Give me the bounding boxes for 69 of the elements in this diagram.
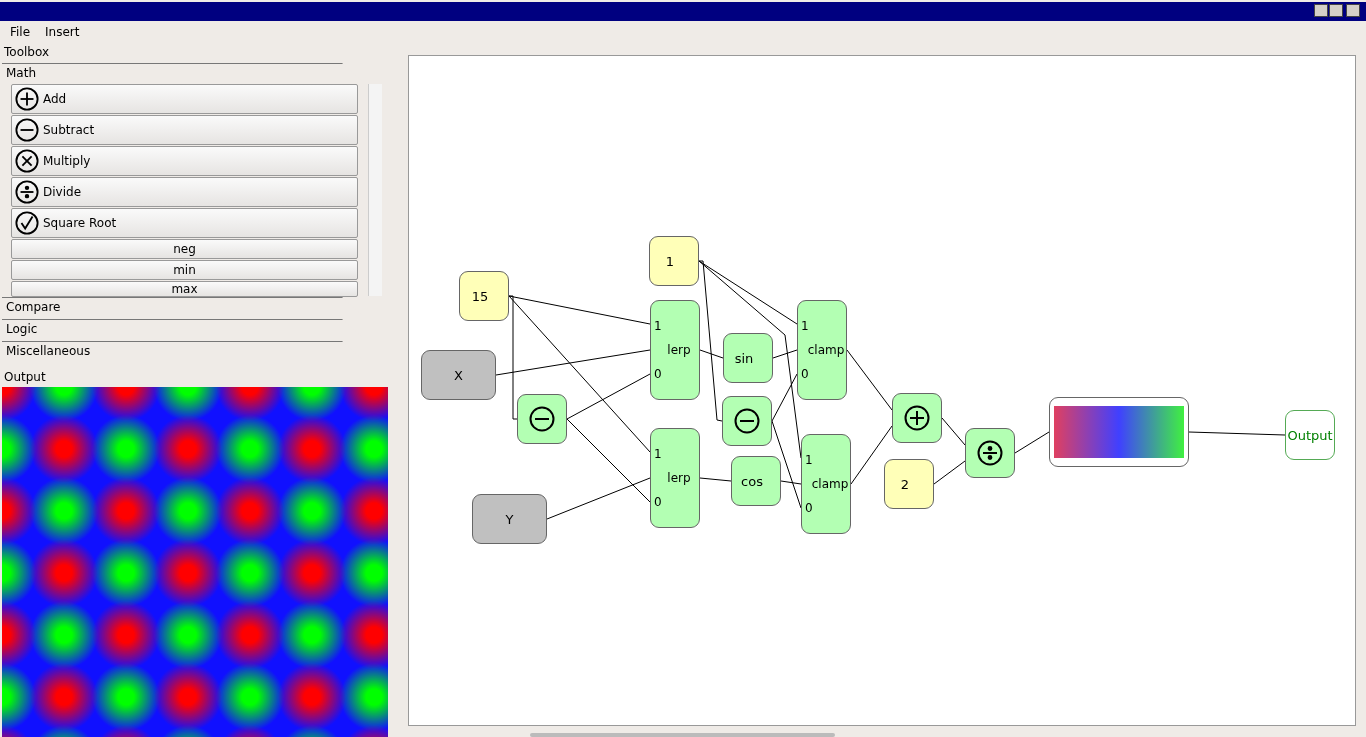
output-preview xyxy=(2,387,388,737)
panel-title: Toolbox xyxy=(4,45,49,59)
graph-node xyxy=(649,236,699,286)
node-label: clamp xyxy=(807,343,845,357)
panel-title: Output xyxy=(4,370,46,384)
connector-line xyxy=(850,425,893,485)
output-node xyxy=(1285,410,1335,460)
graph-node xyxy=(801,434,851,534)
graph-node xyxy=(421,350,496,400)
menu-item: Insert xyxy=(45,25,80,39)
node-label: 15 xyxy=(471,288,489,304)
operator-node xyxy=(517,394,567,444)
tool-button: Divide xyxy=(11,177,358,207)
connector-line xyxy=(566,418,651,503)
connector-line xyxy=(1014,431,1050,454)
graph-node xyxy=(650,300,700,400)
connector-line xyxy=(933,460,966,485)
operator-node xyxy=(722,396,772,446)
port-label: 1 xyxy=(654,319,662,333)
connector-line xyxy=(846,349,893,411)
operator-node xyxy=(965,428,1015,478)
connector-line xyxy=(495,349,651,376)
tool-button: max xyxy=(11,281,358,297)
connector-line xyxy=(508,295,651,453)
node-label: 1 xyxy=(665,253,675,269)
connector-line xyxy=(699,349,724,359)
connector-line xyxy=(771,420,802,509)
node-label: clamp xyxy=(811,477,849,491)
tool-button: Add xyxy=(11,84,358,114)
node-label: lerp xyxy=(667,343,691,357)
port-label: 0 xyxy=(654,495,662,509)
connector-line xyxy=(780,480,802,485)
tool-button: min xyxy=(11,260,358,280)
node-label: 2 xyxy=(900,476,910,492)
port-label: 1 xyxy=(805,453,813,467)
gradient-node xyxy=(1049,397,1189,467)
node-label: cos xyxy=(741,473,763,489)
tool-button: Square Root xyxy=(11,208,358,238)
graph-node xyxy=(884,459,934,509)
operator-node xyxy=(892,393,942,443)
connector-line xyxy=(698,260,723,422)
connector-line xyxy=(771,373,798,422)
port-label: 0 xyxy=(654,367,662,381)
port-label: 0 xyxy=(805,501,813,515)
graph-node xyxy=(650,428,700,528)
connector-line xyxy=(941,417,966,446)
connector-line xyxy=(772,349,798,359)
graph-node xyxy=(459,271,509,321)
graph-node xyxy=(797,300,847,400)
graph-node xyxy=(472,494,547,544)
port-label: 1 xyxy=(801,319,809,333)
node-label: sin xyxy=(734,350,754,366)
node-label: Y xyxy=(505,511,514,527)
tool-button: Multiply xyxy=(11,146,358,176)
connector-line xyxy=(1188,431,1286,436)
menu-item: File xyxy=(10,25,31,39)
connector-line xyxy=(566,373,651,420)
node-label: Output xyxy=(1287,427,1333,443)
tool-button: neg xyxy=(11,239,358,259)
port-label: 1 xyxy=(654,447,662,461)
graph-node xyxy=(723,333,773,383)
node-label: X xyxy=(454,367,463,383)
connector-line xyxy=(699,477,732,482)
graph-node xyxy=(731,456,781,506)
tool-button: Subtract xyxy=(11,115,358,145)
port-label: 0 xyxy=(801,367,809,381)
connector-line xyxy=(546,477,651,520)
connector-line xyxy=(508,295,518,420)
node-label: lerp xyxy=(667,471,691,485)
